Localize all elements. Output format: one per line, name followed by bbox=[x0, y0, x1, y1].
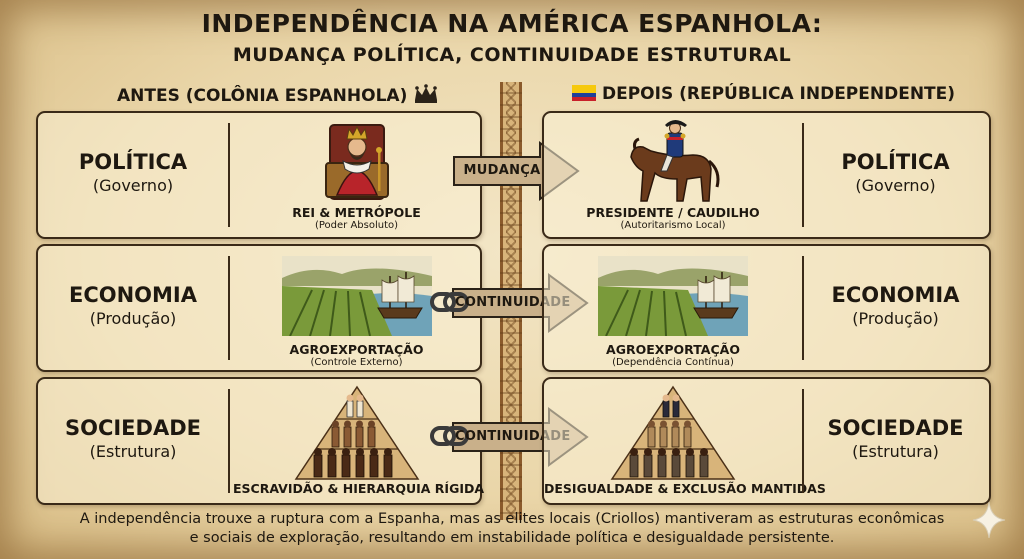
illustration-caption: PRESIDENTE / CAUDILHO bbox=[586, 205, 760, 220]
after-column-header: DEPOIS (REPÚBLICA INDEPENDENTE) bbox=[572, 84, 955, 106]
crown-icon bbox=[413, 84, 439, 109]
caudillo-illustration: PRESIDENTE / CAUDILHO (Autoritarismo Loc… bbox=[544, 117, 802, 231]
after-society-box: DESIGUALDADE & EXCLUSÃO MANTIDAS SOCIEDA… bbox=[542, 377, 991, 505]
row-label: SOCIEDADE (Estrutura) bbox=[802, 416, 989, 461]
footer-summary: A independência trouxe a ruptura com a E… bbox=[0, 510, 1024, 548]
illustration-caption: AGROEXPORTAÇÃO bbox=[289, 342, 424, 357]
after-economy-box: AGROEXPORTAÇÃO (Dependência Contínua) EC… bbox=[542, 244, 991, 372]
row-label: ECONOMIA (Produção) bbox=[802, 283, 989, 328]
page-subtitle: MUDANÇA POLÍTICA, CONTINUIDADE ESTRUTURA… bbox=[232, 44, 792, 66]
king-illustration: REI & METRÓPOLE (Poder Absoluto) bbox=[233, 117, 480, 231]
box-divider bbox=[228, 123, 230, 227]
box-divider bbox=[802, 389, 804, 493]
illustration-caption: AGROEXPORTAÇÃO bbox=[606, 342, 740, 357]
before-column-header: ANTES (COLÔNIA ESPANHOLA) bbox=[117, 84, 439, 109]
arrow-label: CONTINUIDADE bbox=[455, 429, 571, 444]
box-divider bbox=[802, 256, 804, 360]
plantation-and-ship-icon bbox=[281, 256, 432, 336]
arrow-label: CONTINUIDADE bbox=[455, 295, 571, 310]
illustration-caption: REI & METRÓPOLE bbox=[292, 205, 421, 220]
colombia-flag-icon bbox=[572, 85, 596, 106]
row-label-title: SOCIEDADE bbox=[64, 416, 201, 440]
illustration-subcaption: (Dependência Contínua) bbox=[612, 357, 734, 368]
sparkle-icon bbox=[972, 501, 1006, 543]
illustration-caption: DESIGUALDADE & EXCLUSÃO MANTIDAS bbox=[544, 481, 826, 496]
social-pyramid-icon bbox=[294, 385, 419, 480]
inequality-illustration: DESIGUALDADE & EXCLUSÃO MANTIDAS bbox=[544, 383, 826, 496]
row-label-subtitle: (Estrutura) bbox=[89, 442, 177, 461]
caudillo-on-horse-icon bbox=[630, 120, 720, 202]
arrow-label: MUDANÇA bbox=[463, 163, 541, 178]
illustration-caption: ESCRAVIDÃO & HIERARQUIA RÍGIDA bbox=[233, 481, 485, 496]
row-label-subtitle: (Governo) bbox=[92, 176, 174, 195]
box-divider bbox=[228, 389, 230, 493]
row-label: POLÍTICA (Governo) bbox=[38, 150, 228, 195]
after-politics-box: PRESIDENTE / CAUDILHO (Autoritarismo Loc… bbox=[542, 111, 991, 239]
row-label-subtitle: (Produção) bbox=[89, 309, 177, 328]
illustration-subcaption: (Autoritarismo Local) bbox=[620, 220, 726, 231]
social-pyramid-icon bbox=[610, 385, 736, 480]
row-label: SOCIEDADE (Estrutura) bbox=[38, 416, 228, 461]
row-label-subtitle: (Produção) bbox=[852, 309, 939, 328]
row-label-subtitle: (Estrutura) bbox=[852, 442, 939, 461]
footer-line-1: A independência trouxe a ruptura com a E… bbox=[79, 511, 945, 527]
illustration-subcaption: (Controle Externo) bbox=[310, 357, 403, 368]
row-label-title: ECONOMIA bbox=[69, 283, 197, 307]
illustration-subcaption: (Poder Absoluto) bbox=[314, 220, 399, 231]
before-economy-box: ECONOMIA (Produção) AGROEXPORTAÇÃO (Cont… bbox=[36, 244, 482, 372]
row-label-title: ECONOMIA bbox=[831, 283, 960, 307]
footer-line-2: e sociais de exploração, resultando em i… bbox=[189, 530, 835, 546]
box-divider bbox=[228, 256, 230, 360]
row-label-title: POLÍTICA bbox=[841, 150, 950, 174]
before-politics-box: POLÍTICA (Governo) REI & METRÓPOLE (Pode… bbox=[36, 111, 482, 239]
row-label: POLÍTICA (Governo) bbox=[802, 150, 989, 195]
row-label: ECONOMIA (Produção) bbox=[38, 283, 228, 328]
row-label-title: SOCIEDADE bbox=[827, 416, 964, 440]
page-title: INDEPENDÊNCIA NA AMÉRICA ESPANHOLA: bbox=[201, 9, 823, 38]
plantation-and-ship-icon bbox=[598, 256, 748, 336]
hierarchy-illustration: ESCRAVIDÃO & HIERARQUIA RÍGIDA bbox=[233, 383, 485, 496]
king-on-throne-icon bbox=[324, 124, 389, 200]
row-label-title: POLÍTICA bbox=[78, 150, 188, 174]
chain-link-icon bbox=[430, 426, 469, 446]
before-society-box: SOCIEDADE (Estrutura) bbox=[36, 377, 485, 505]
agroexport-illustration: AGROEXPORTAÇÃO (Controle Externo) bbox=[233, 256, 480, 368]
row-label-subtitle: (Governo) bbox=[855, 176, 936, 195]
chain-link-icon bbox=[430, 292, 469, 312]
agroexport-illustration: AGROEXPORTAÇÃO (Dependência Contínua) bbox=[544, 256, 802, 368]
after-column-title: DEPOIS (REPÚBLICA INDEPENDENTE) bbox=[602, 84, 956, 104]
box-divider bbox=[802, 123, 804, 227]
before-column-title: ANTES (COLÔNIA ESPANHOLA) bbox=[117, 86, 408, 106]
